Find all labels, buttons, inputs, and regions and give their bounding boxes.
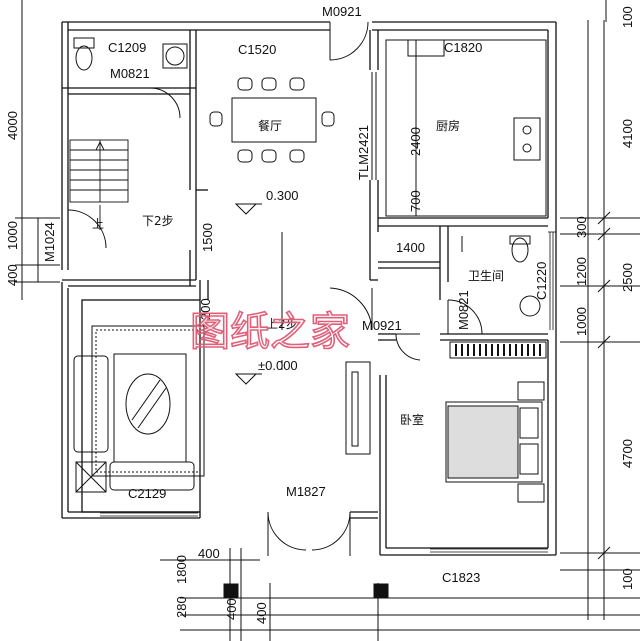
- label-dim-700: 700: [408, 190, 423, 212]
- left-dim-4000: 4000: [5, 111, 20, 140]
- windows: [100, 231, 556, 553]
- label-dim-2400: 2400: [408, 127, 423, 156]
- label-bedroom: 卧室: [400, 412, 424, 427]
- watermark-text: 图纸之家: [190, 309, 350, 355]
- living-furniture: [73, 325, 205, 493]
- label-c1220: C1220: [534, 262, 549, 300]
- label-down-2-steps: 下2步: [142, 214, 174, 228]
- walls: [61, 21, 557, 556]
- label-dim-200: 200: [198, 298, 213, 320]
- right-dim-1200: 1200: [574, 257, 589, 286]
- tv-cabinet: [345, 361, 371, 455]
- label-m0921-bedroom: M0921: [362, 318, 402, 333]
- right-dim-100b: 100: [620, 6, 635, 28]
- level-markers: [234, 203, 283, 385]
- label-kitchen: 厨房: [436, 118, 460, 133]
- bed: [445, 381, 545, 503]
- label-bottom-400a: 400: [198, 546, 220, 561]
- toilet-fixture: [73, 37, 188, 71]
- entrance-columns: [223, 583, 389, 599]
- doors: [67, 21, 483, 556]
- label-m1827: M1827: [286, 484, 326, 499]
- label-bottom-1800: 1800: [174, 555, 189, 584]
- right-dim-300: 300: [574, 216, 589, 238]
- label-dim-1400: 1400: [396, 240, 425, 255]
- label-bottom-400b: 400: [224, 598, 239, 620]
- label-c1209: C1209: [108, 40, 146, 55]
- bath-fixtures: [461, 235, 541, 317]
- left-dim-400: 400: [5, 264, 20, 286]
- label-c1823: C1823: [442, 570, 480, 585]
- label-c1520: C1520: [238, 42, 276, 57]
- right-dim-4100: 4100: [620, 119, 635, 148]
- wardrobe: [449, 341, 547, 359]
- right-dim-1000: 1000: [574, 307, 589, 336]
- label-m0821: M0821: [110, 66, 150, 81]
- label-tlm2421: TLM2421: [356, 125, 371, 180]
- label-top-door: M0921: [322, 4, 362, 19]
- label-m0821-bath: M0821: [456, 290, 471, 330]
- label-up-2-steps: 上2步: [266, 317, 298, 331]
- staircase: [69, 139, 129, 230]
- right-dim-2500: 2500: [620, 263, 635, 292]
- label-bottom-280: 280: [174, 596, 189, 618]
- kitchen-counter: [385, 39, 547, 217]
- label-dining-room: 餐厅: [258, 118, 282, 133]
- label-level-0300: 0.300: [266, 188, 299, 203]
- label-c2129: C2129: [128, 486, 166, 501]
- label-c1820: C1820: [444, 40, 482, 55]
- left-dim-1000: 1000: [5, 221, 20, 250]
- label-up: 上: [92, 217, 104, 231]
- label-dim-1500: 1500: [200, 223, 215, 252]
- right-dim-100a: 100: [620, 568, 635, 590]
- label-m1024: M1024: [42, 222, 57, 262]
- label-bottom-400c: 400: [254, 602, 269, 624]
- label-level-0000: ±0.000: [258, 358, 298, 373]
- right-dim-4700: 4700: [620, 439, 635, 468]
- dining-table: [209, 77, 335, 163]
- label-bathroom: 卫生间: [468, 269, 504, 283]
